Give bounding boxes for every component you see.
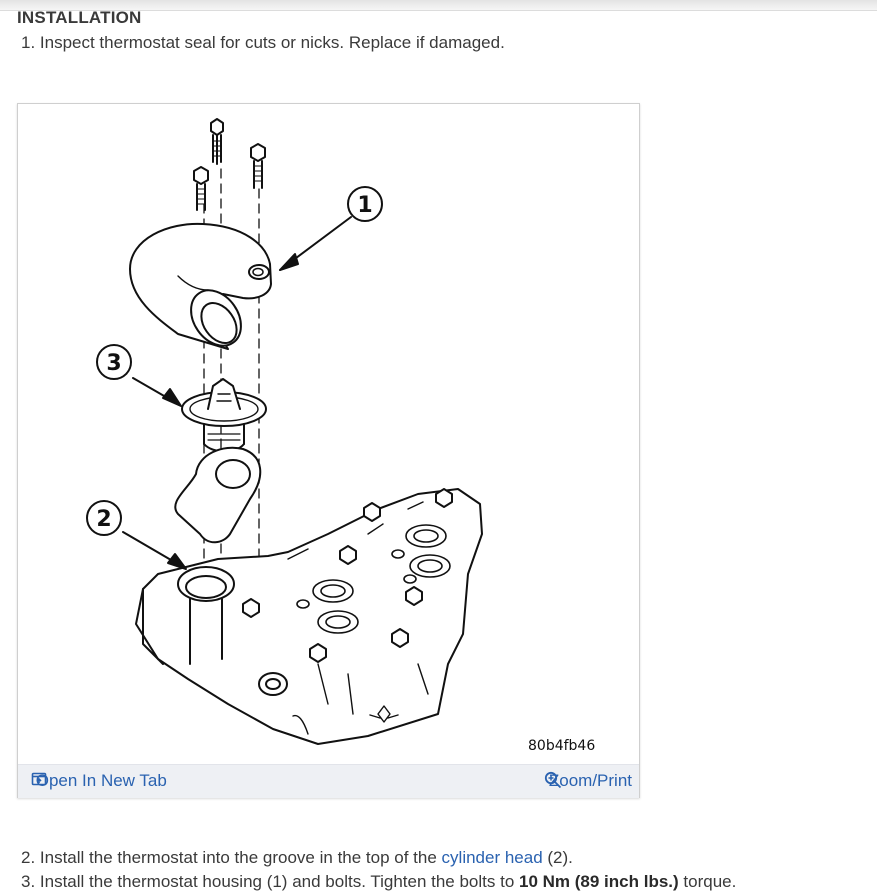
cylinder-head-link[interactable]: cylinder head (441, 848, 543, 867)
section-title: INSTALLATION (17, 8, 142, 27)
step-2-text-end: (2). (542, 848, 573, 867)
zoom-print-label: Zoom/Print (548, 771, 632, 790)
thermostat-illustration: 1 3 2 (86, 118, 483, 745)
callout-1-label: 1 (357, 193, 372, 218)
callout-3 (96, 344, 132, 380)
torque-spec: 10 Nm (89 inch lbs.) (519, 872, 679, 891)
step-3: 3. Install the thermostat housing (1) an… (21, 872, 736, 892)
open-in-new-tab-link[interactable]: Open In New Tab (31, 771, 167, 791)
callout-3-label: 3 (106, 351, 121, 376)
step-2: 2. Install the thermostat into the groov… (21, 848, 573, 868)
zoom-print-link[interactable]: Zoom/Print (544, 771, 632, 791)
callout-2-label: 2 (96, 507, 111, 532)
step-3-text-start: 3. Install the thermostat housing (1) an… (21, 872, 520, 891)
step-3-text-end: torque. (678, 872, 737, 891)
top-bar (0, 0, 877, 11)
callout-1 (347, 186, 383, 222)
step-2-text-start: 2. Install the thermostat into the groov… (21, 848, 442, 867)
step-1: 1. Inspect thermostat seal for cuts or n… (21, 33, 505, 52)
figure-toolbar: Open In New Tab Zoom/Print (18, 764, 639, 798)
callout-2 (86, 500, 122, 536)
figure-code: 80b4fb46 (528, 738, 596, 754)
bolt-icon (210, 118, 224, 165)
figure-panel: 1 3 2 80b4fb46 Open In New Tab (17, 103, 640, 798)
open-in-new-tab-label: Open In New Tab (35, 771, 167, 790)
